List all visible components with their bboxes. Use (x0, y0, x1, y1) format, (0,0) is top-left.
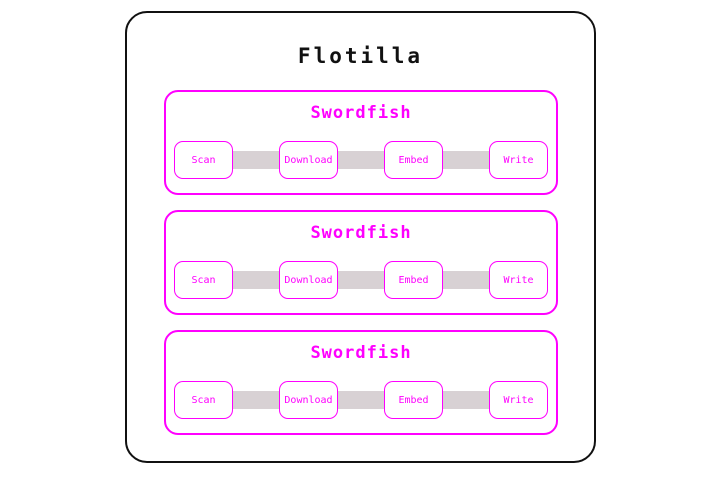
node-embed: Embed (384, 261, 443, 299)
node-download: Download (279, 141, 338, 179)
connector (443, 391, 489, 409)
connector (233, 271, 279, 289)
connector (338, 391, 384, 409)
connector (443, 151, 489, 169)
group-title: Swordfish (310, 103, 412, 123)
group-title: Swordfish (310, 343, 412, 363)
node-write: Write (489, 141, 548, 179)
pipeline-group-swordfish-1: Swordfish Scan Download Embed Write (164, 90, 558, 195)
node-embed: Embed (384, 141, 443, 179)
node-embed: Embed (384, 381, 443, 419)
connector (233, 391, 279, 409)
node-download: Download (279, 261, 338, 299)
connector (233, 151, 279, 169)
node-scan: Scan (174, 381, 233, 419)
group-title: Swordfish (310, 223, 412, 243)
pipeline: Scan Download Embed Write (174, 141, 548, 179)
pipeline: Scan Download Embed Write (174, 381, 548, 419)
pipeline-group-swordfish-3: Swordfish Scan Download Embed Write (164, 330, 558, 435)
connector (338, 151, 384, 169)
pipeline: Scan Download Embed Write (174, 261, 548, 299)
pipeline-groups: Swordfish Scan Download Embed Write Swor… (164, 90, 558, 450)
pipeline-group-swordfish-2: Swordfish Scan Download Embed Write (164, 210, 558, 315)
node-download: Download (279, 381, 338, 419)
flotilla-container: Flotilla Swordfish Scan Download Embed W… (125, 11, 596, 463)
node-write: Write (489, 261, 548, 299)
node-scan: Scan (174, 141, 233, 179)
connector (443, 271, 489, 289)
diagram-title: Flotilla (297, 44, 424, 68)
node-scan: Scan (174, 261, 233, 299)
node-write: Write (489, 381, 548, 419)
connector (338, 271, 384, 289)
